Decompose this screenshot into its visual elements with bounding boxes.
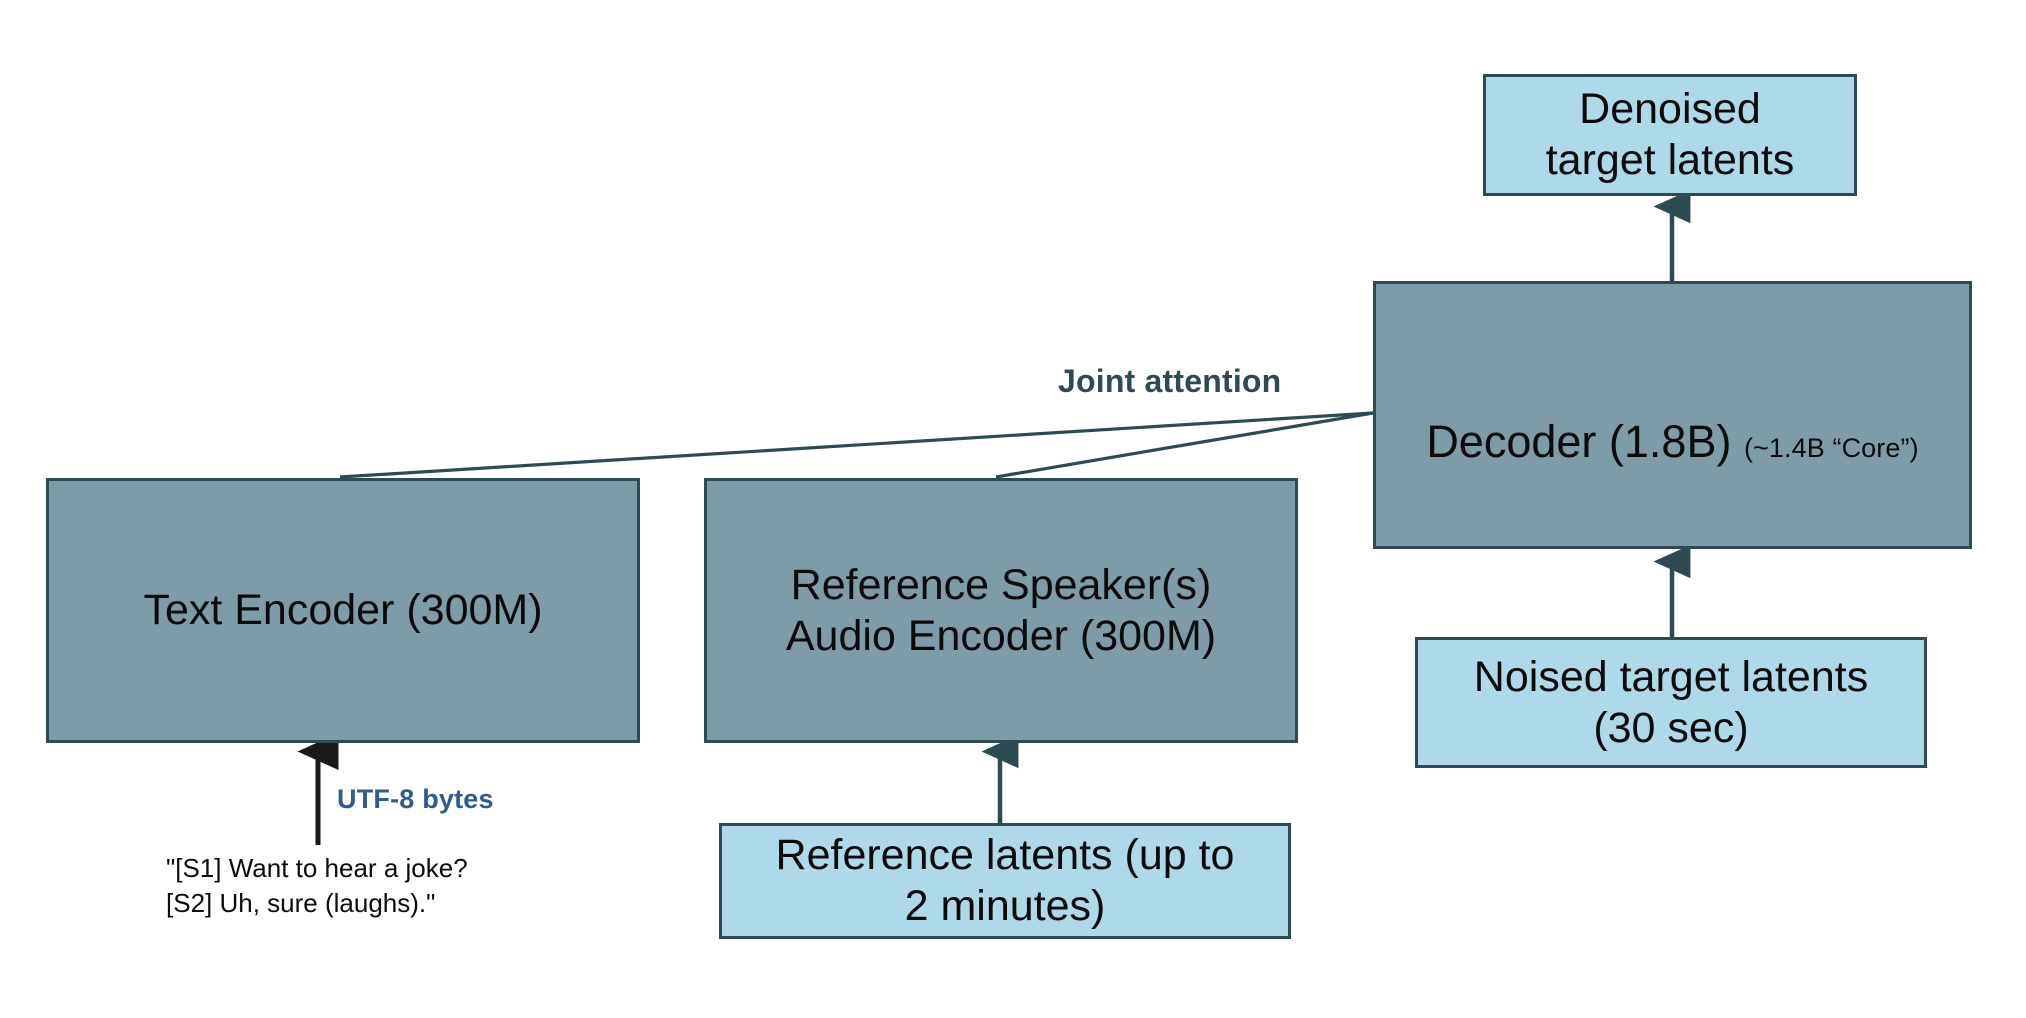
node-decoder-main-label: Decoder (1.8B) <box>1426 416 1732 467</box>
node-decoder-sub-label: (~1.4B “Core”) <box>1743 433 1919 463</box>
label-utf8-bytes: UTF-8 bytes <box>337 784 494 814</box>
node-audio-encoder: Reference Speaker(s) Audio Encoder (300M… <box>704 478 1298 743</box>
label-joint-attention: Joint attention <box>1058 363 1282 399</box>
label-transcript-sample: "[S1] Want to hear a joke? [S2] Uh, sure… <box>166 853 468 919</box>
node-text-encoder: Text Encoder (300M) <box>46 478 640 743</box>
node-reference-latents: Reference latents (up to 2 minutes) <box>719 823 1291 939</box>
edge-audio-encoder-to-decoder <box>995 411 1374 479</box>
node-noised-target-latents: Noised target latents (30 sec) <box>1415 637 1927 768</box>
node-decoder: Decoder (1.8B) (~1.4B “Core”) <box>1373 281 1972 549</box>
node-denoised-target-latents: Denoised target latents <box>1483 74 1857 196</box>
edge-text-encoder-to-decoder <box>339 411 1374 479</box>
